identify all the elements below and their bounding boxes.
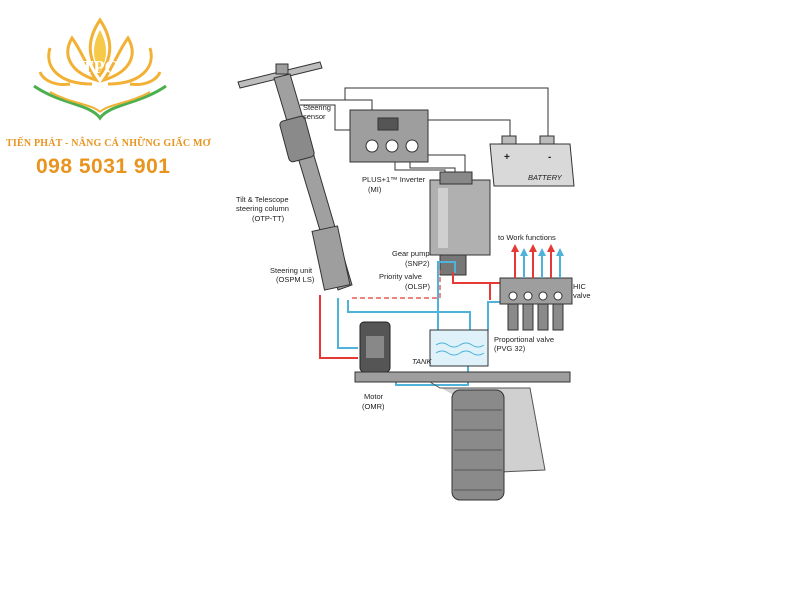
inverter-label-2: (MI) xyxy=(368,185,382,194)
column-label-3: (OTP-TT) xyxy=(252,214,285,223)
inverter-label: PLUS+1™ Inverter xyxy=(362,175,426,184)
inverter xyxy=(349,109,429,163)
wheel-assembly xyxy=(354,371,571,501)
steering-unit-label-2: (OSPM LS) xyxy=(276,275,315,284)
priority-valve-label-2: (OLSP) xyxy=(405,282,431,291)
steering-motor xyxy=(359,321,391,380)
steering-sensor-label: Steering xyxy=(303,103,331,112)
proportional-valve-label-2: (PVG 32) xyxy=(494,344,526,353)
hic-valve xyxy=(499,277,573,331)
battery-label: BATTERY xyxy=(528,173,563,182)
hic-valve-label: HIC xyxy=(573,282,587,291)
proportional-valve-label: Proportional valve xyxy=(494,335,554,344)
load-sense-line xyxy=(352,270,441,299)
steering-unit-label: Steering unit xyxy=(270,266,313,275)
steering-sensor-label-2: sensor xyxy=(303,112,326,121)
brand-tagline: TIẾN PHÁT - NÂNG CÁ NHỮNG GIẤC MƠ xyxy=(6,138,211,149)
battery-plus: + xyxy=(504,152,510,163)
hic-valve-label-2: valve xyxy=(573,291,591,300)
motor-label-2: (OMR) xyxy=(362,402,385,411)
motor-label: Motor xyxy=(364,392,384,401)
gear-pump-label-2: (SNP2) xyxy=(405,259,430,268)
column-label-2: steering column xyxy=(236,204,289,213)
column-label: Tilt & Telescope xyxy=(236,195,289,204)
company-logo: TPG xyxy=(33,17,167,121)
steering-column xyxy=(237,61,353,291)
work-functions-label: to Work functions xyxy=(498,233,556,242)
gear-pump-label: Gear pump xyxy=(392,249,430,258)
pressure-lines xyxy=(319,272,500,359)
electric-motor xyxy=(429,171,491,276)
logo-text: TPG xyxy=(81,57,118,77)
battery-minus: - xyxy=(548,152,551,163)
lotus-icon xyxy=(33,17,167,121)
priority-valve-label: Priority valve xyxy=(379,272,422,281)
work-function-arrows xyxy=(511,244,564,278)
tank-label: TANK xyxy=(412,357,432,366)
battery xyxy=(489,135,575,187)
phone-number: 098 5031 901 xyxy=(36,155,171,178)
tank xyxy=(429,329,489,367)
